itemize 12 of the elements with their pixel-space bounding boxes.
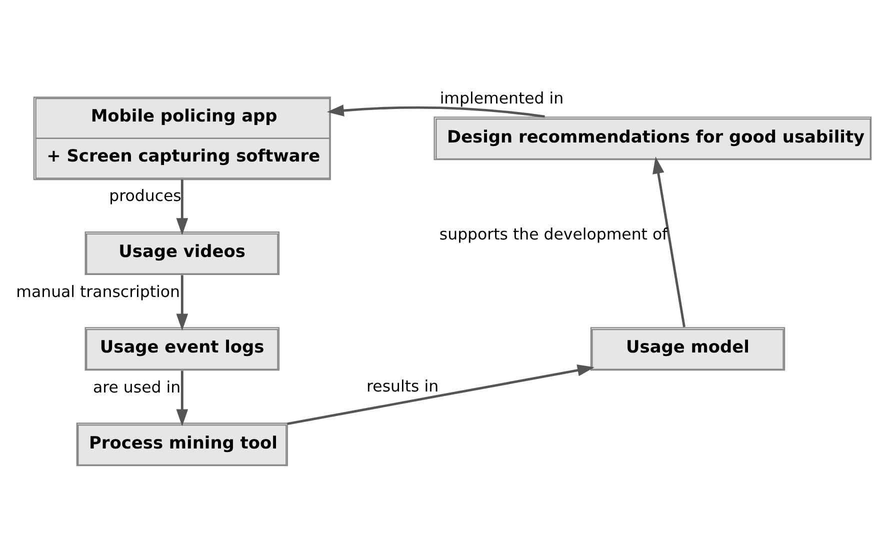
edge-label: are used in xyxy=(92,378,180,396)
arrow xyxy=(176,180,188,236)
edge-label: manual transcription xyxy=(16,282,180,301)
edge-label: implemented in xyxy=(439,88,564,108)
edge-label: produces xyxy=(108,186,181,205)
edge-label: supports the development of xyxy=(438,224,668,244)
arrow xyxy=(176,370,188,426)
edge-label: results in xyxy=(366,376,438,396)
arrow xyxy=(652,156,685,328)
arrow xyxy=(176,275,188,331)
arrow xyxy=(326,104,544,118)
arrow xyxy=(286,364,594,425)
